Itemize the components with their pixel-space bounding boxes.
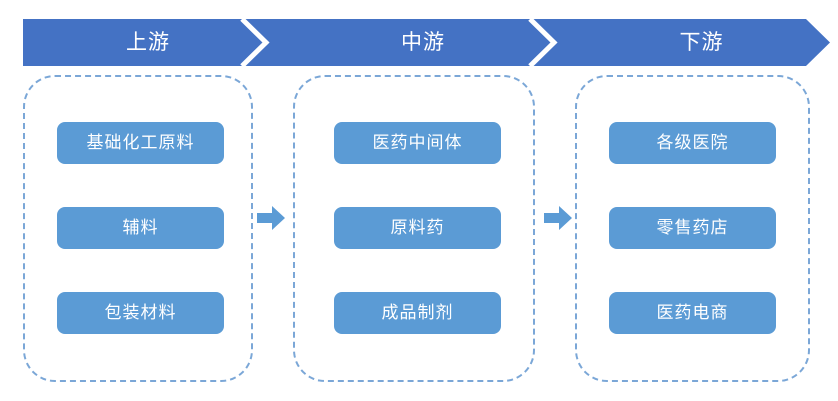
node-pill[interactable]: 零售药店	[609, 207, 776, 249]
node-pill[interactable]: 原料药	[334, 207, 501, 249]
node-pill[interactable]: 医药中间体	[334, 122, 501, 164]
chevron-divider-icon-2	[528, 19, 558, 66]
node-pill[interactable]: 包装材料	[57, 292, 224, 334]
right-arrow-icon	[257, 206, 285, 230]
banner-shape	[23, 19, 830, 66]
right-arrow-icon	[544, 206, 572, 230]
stage-container-upstream	[23, 75, 253, 382]
node-pill[interactable]: 医药电商	[609, 292, 776, 334]
stage-container-midstream	[293, 75, 535, 382]
node-pill[interactable]: 成品制剂	[334, 292, 501, 334]
chevron-divider-icon-1	[240, 19, 270, 66]
value-chain-banner: 上游 中游 下游	[23, 19, 830, 66]
node-pill[interactable]: 辅料	[57, 207, 224, 249]
stage-container-downstream	[575, 75, 810, 382]
banner-band	[23, 19, 830, 66]
node-pill[interactable]: 各级医院	[609, 122, 776, 164]
node-pill[interactable]: 基础化工原料	[57, 122, 224, 164]
